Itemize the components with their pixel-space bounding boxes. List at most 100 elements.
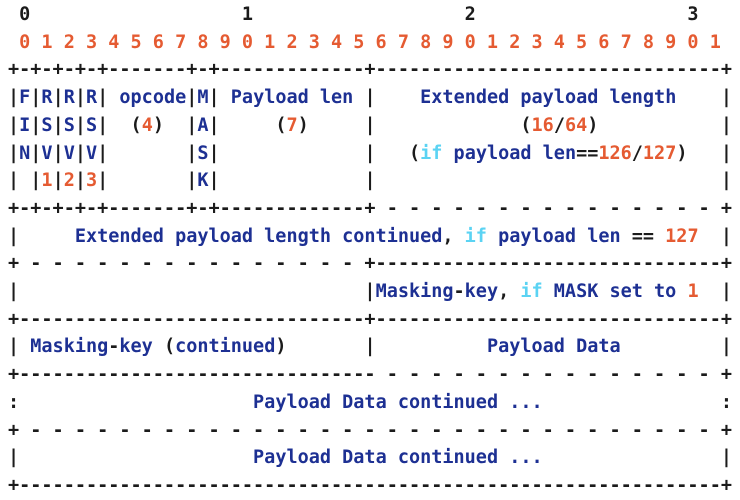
diagram-segment-text: Extended payload length continued [74,225,443,247]
diagram-line: |F|R|R|R| opcode|M| Payload len | Extend… [8,84,740,112]
diagram-line: : Payload Data continued ... : [8,389,740,417]
diagram-segment-text: S [63,114,75,136]
diagram-segment-number: 1 [41,170,53,192]
diagram-segment-structure: | | [97,142,198,164]
diagram-segment-text: K [197,170,209,192]
diagram-segment-structure: 0 1 2 3 [8,4,699,25]
diagram-segment-structure: | [8,336,31,358]
diagram-segment-text: S [197,142,209,164]
diagram-segment-number: 127 [642,142,677,164]
diagram-segment-structure: | ( [208,114,287,136]
diagram-segment-structure: ) | [275,336,487,358]
diagram-segment-text: R [41,87,53,109]
diagram-segment-structure: | [542,447,732,469]
diagram-line: | Payload Data continued ... | [8,444,740,472]
diagram-segment-structure: | | [8,170,42,192]
diagram-line: 0 1 2 3 4 5 6 7 8 9 0 1 2 3 4 5 6 7 8 9 … [8,29,740,57]
diagram-segment-structure: | [30,87,42,109]
diagram-segment-structure: | [30,114,42,136]
diagram-segment-keyword: if [520,281,543,303]
diagram-segment-structure: | [52,114,64,136]
diagram-segment-structure: | [8,447,254,469]
diagram-segment-structure: | [74,170,86,192]
diagram-segment-text: opcode [119,87,187,109]
diagram-segment-structure: | | [8,281,376,303]
diagram-segment-structure: | | [97,170,198,192]
diagram-segment-structure: | ( [97,114,142,136]
diagram-segment-text: Masking [375,281,454,303]
diagram-segment-text: MASK set to [542,281,688,303]
diagram-segment-structure: , [442,225,465,247]
diagram-line: | |Masking-key, if MASK set to 1 | [8,278,740,306]
diagram-line: |N|V|V|V| |S| | (if payload len==126/127… [8,140,740,168]
diagram-segment-structure: +-------------------------------+-------… [8,308,732,330]
diagram-line: + - - - - - - - - - - - - - - - - - - - … [8,417,740,445]
diagram-segment-structure: | [8,114,20,136]
diagram-segment-structure: ) | [152,114,198,136]
diagram-segment-structure: : [8,391,254,413]
diagram-segment-structure: | [8,225,75,247]
diagram-segment-text: Payload Data [486,336,621,358]
diagram-segment-structure: , [498,281,521,303]
diagram-segment-structure: / [553,114,565,136]
diagram-segment-text: Masking [30,336,109,358]
diagram-segment-number: 1 [687,281,699,303]
diagram-segment-structure: | [30,142,42,164]
diagram-segment-structure: +-------------------------------- - - - … [8,364,732,386]
diagram-segment-structure: : [542,391,732,413]
diagram-segment-keyword: if [464,225,487,247]
diagram-segment-structure: | [74,114,86,136]
diagram-segment-text: V [41,142,53,164]
diagram-segment-structure: | [620,336,733,358]
diagram-segment-structure: ) | [676,142,733,164]
diagram-segment-structure: / [631,142,643,164]
diagram-line: 0 1 2 3 [8,1,740,29]
diagram-segment-structure: ) | ( [297,114,532,136]
diagram-segment-structure: + - - - - - - - - - - - - - - - - - - - … [8,419,732,441]
diagram-segment-text: S [85,114,98,136]
diagram-line: +-------------------------------+-------… [8,306,740,334]
diagram-segment-structure: | [74,142,86,164]
diagram-segment-number: 16 [531,114,554,136]
diagram-segment-text: Payload len [230,87,354,109]
diagram-segment-structure: | [74,87,86,109]
diagram-segment-text: key [464,281,499,303]
diagram-segment-text: I [19,114,31,136]
diagram-segment-text: R [85,87,98,109]
diagram-segment-number: 64 [564,114,588,136]
diagram-segment-text: F [19,87,31,109]
diagram-segment-structure: | [8,142,20,164]
diagram-segment-number: 3 [85,170,98,192]
diagram-segment-text: N [19,142,31,164]
diagram-segment-structure: | [97,87,120,109]
diagram-segment-text: Payload Data continued ... [253,391,543,413]
diagram-segment-structure: == [576,142,599,164]
diagram-line: +-------------------------------- - - - … [8,361,740,389]
diagram-segment-number: 4 [141,114,153,136]
diagram-segment-number: 2 [63,170,75,192]
diagram-segment-structure: ) | [587,114,733,136]
diagram-segment-structure: | [208,87,231,109]
diagram-segment-text: continued [175,336,276,358]
diagram-segment-structure: | | | [208,170,732,192]
diagram-segment-structure: | | ( [208,142,421,164]
diagram-line: + - - - - - - - - - - - - - - - +-------… [8,250,740,278]
diagram-segment-structure: | [8,87,20,109]
diagram-segment-number: 0 1 2 3 4 5 6 7 8 9 0 1 2 3 4 5 6 7 8 9 … [8,31,721,53]
diagram-segment-structure: ( [152,336,176,358]
diagram-segment-structure: | [186,87,198,109]
diagram-segment-text: A [197,114,209,136]
diagram-segment-structure: - [453,281,465,303]
diagram-segment-structure: | [52,142,64,164]
diagram-segment-text: Payload Data continued ... [253,447,543,469]
diagram-segment-text: payload len [486,225,632,247]
diagram-segment-text: V [63,142,75,164]
diagram-segment-structure: +---------------------------------------… [8,474,732,496]
diagram-segment-structure: | [698,225,733,247]
diagram-segment-text: S [41,114,53,136]
diagram-line: | |1|2|3| |K| | | [8,167,740,195]
diagram-segment-text: M [197,87,209,109]
diagram-segment-number: 127 [665,225,699,247]
diagram-segment-structure: + - - - - - - - - - - - - - - - +-------… [8,253,732,275]
